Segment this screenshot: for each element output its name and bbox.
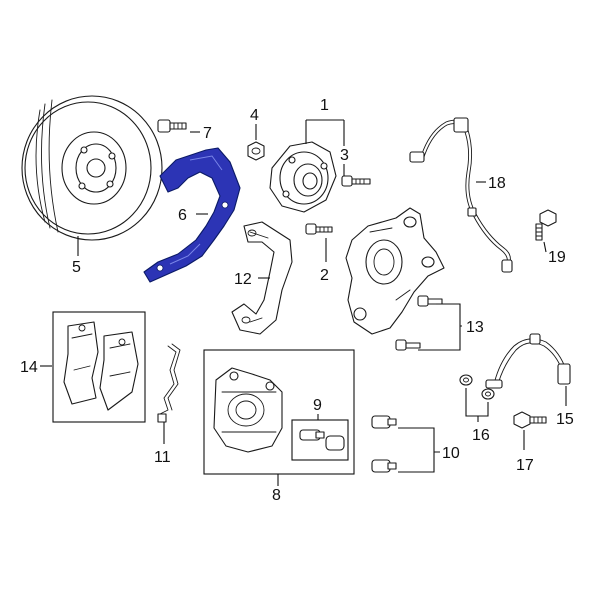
callout-labels: 1 2 3 4 5 6 7 8 9 10 11 12 13 14 15 16 1…	[20, 97, 574, 504]
splash-shield[interactable]	[143, 147, 241, 283]
caliper-box	[203, 349, 355, 475]
sensor-bolt[interactable]	[535, 209, 557, 241]
washer-right[interactable]	[481, 388, 495, 400]
guide-bolt-upper[interactable]	[371, 415, 397, 429]
callout-4: 4	[250, 107, 259, 124]
callout-1: 1	[320, 97, 329, 114]
guide-pin-boot[interactable]	[325, 435, 345, 451]
pad-clip[interactable]	[157, 343, 181, 423]
guide-bolt-lower[interactable]	[371, 459, 397, 473]
hub-bolt[interactable]	[341, 175, 371, 187]
callout-16: 16	[472, 427, 490, 444]
callout-2: 2	[320, 267, 329, 284]
guide-pin[interactable]	[299, 429, 325, 441]
brake-caliper[interactable]	[213, 367, 283, 453]
hose-bolt[interactable]	[513, 411, 547, 429]
caliper-bracket[interactable]	[231, 221, 293, 335]
leader-lines	[40, 119, 567, 486]
callout-5: 5	[72, 259, 81, 276]
brake-pad-inner[interactable]	[63, 321, 99, 405]
callout-19: 19	[548, 249, 566, 266]
callout-13: 13	[466, 319, 484, 336]
washer-left[interactable]	[459, 374, 473, 386]
rotor-bolt[interactable]	[157, 119, 187, 133]
callout-18: 18	[488, 175, 506, 192]
abs-sensor-harness[interactable]	[409, 117, 513, 273]
callout-6: 6	[178, 207, 187, 224]
callout-11: 11	[154, 449, 171, 466]
callout-12: 12	[234, 271, 252, 288]
callout-7: 7	[203, 125, 212, 142]
callout-3: 3	[340, 147, 349, 164]
callout-8: 8	[272, 487, 281, 504]
brake-rotor[interactable]	[21, 95, 163, 241]
knuckle-bolt-upper[interactable]	[417, 295, 443, 307]
knuckle-bolt[interactable]	[305, 223, 333, 235]
knuckle-bolt-lower[interactable]	[395, 339, 421, 351]
wheel-hub[interactable]	[269, 141, 337, 213]
brake-pads-box	[52, 311, 146, 423]
callout-15: 15	[556, 411, 574, 428]
callout-14: 14	[20, 359, 38, 376]
nut[interactable]	[247, 141, 265, 161]
guide-pin-box	[291, 419, 349, 461]
brake-hose[interactable]	[485, 333, 571, 389]
steering-knuckle[interactable]	[345, 207, 445, 335]
callout-10: 10	[442, 445, 460, 462]
brake-pad-outer[interactable]	[99, 331, 139, 411]
callout-17: 17	[516, 457, 534, 474]
callout-9: 9	[313, 397, 322, 414]
